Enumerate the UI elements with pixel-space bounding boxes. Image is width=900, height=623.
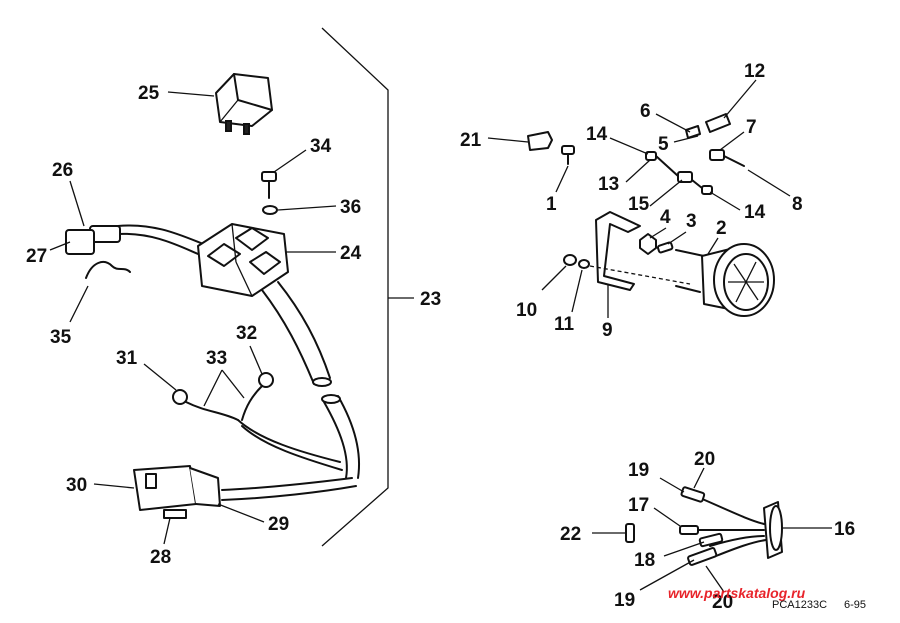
callout-29: 29 — [268, 514, 289, 535]
callout-14-right: 14 — [744, 202, 766, 223]
callout-34: 34 — [310, 136, 332, 157]
callout-20-bottom: 20 — [712, 592, 733, 613]
callout-14-top: 14 — [586, 124, 608, 145]
watermark: www.partskatalog.ru — [668, 585, 806, 601]
callout-31: 31 — [116, 348, 138, 369]
callout-21: 21 — [460, 130, 482, 151]
spring-clip-part — [85, 261, 131, 279]
tachometer-gauge-part — [675, 243, 775, 317]
callout-1: 1 — [546, 194, 557, 215]
callout-18: 18 — [634, 550, 655, 571]
callout-6: 6 — [640, 101, 651, 122]
callout-13: 13 — [598, 174, 619, 195]
callout-25: 25 — [138, 83, 160, 104]
group-bracket-23 — [321, 27, 414, 547]
callout-8: 8 — [792, 194, 803, 215]
callout-5: 5 — [658, 134, 669, 155]
drawing-code: PCA1233C — [772, 599, 827, 611]
callout-17: 17 — [628, 495, 649, 516]
callout-35: 35 — [50, 327, 72, 348]
callout-12: 12 — [744, 61, 765, 82]
bracket-clip-part — [527, 131, 553, 151]
callout-33: 33 — [206, 348, 227, 369]
plug-part — [65, 224, 215, 259]
callout-23: 23 — [420, 289, 441, 310]
bracket-washer-part — [578, 259, 590, 269]
leader-lines — [49, 79, 832, 593]
callout-2: 2 — [716, 218, 727, 239]
tach-cable-parts — [645, 113, 745, 195]
callout-30: 30 — [66, 475, 87, 496]
callout-7: 7 — [746, 117, 757, 138]
callout-3: 3 — [686, 211, 697, 232]
callout-16: 16 — [834, 519, 855, 540]
washer-part — [262, 205, 278, 215]
callout-24: 24 — [340, 243, 362, 264]
callout-32: 32 — [236, 323, 257, 344]
callout-15: 15 — [628, 194, 650, 215]
relay-part — [215, 73, 273, 135]
callout-26: 26 — [52, 160, 73, 181]
terminal-sleeve-part — [625, 523, 635, 543]
assembly-axis — [589, 265, 691, 285]
ring-terminal-leads — [172, 372, 343, 471]
callout-4: 4 — [660, 207, 671, 228]
mounting-bracket-part — [595, 211, 641, 291]
callout-19-bottom: 19 — [614, 590, 635, 611]
lock-washer-part — [656, 241, 674, 254]
callout-19-top: 19 — [628, 460, 649, 481]
screw-part — [261, 171, 277, 199]
nut-part — [639, 233, 657, 255]
callout-36: 36 — [340, 197, 361, 218]
bracket-nut-part — [563, 254, 577, 266]
callouts: 25 26 27 35 34 36 24 23 32 31 33 30 29 2… — [26, 61, 855, 613]
small-screw-part — [561, 145, 575, 165]
callout-20-top: 20 — [694, 449, 715, 470]
callout-9: 9 — [602, 320, 613, 341]
drawing-date: 6-95 — [844, 599, 866, 611]
connector-part — [133, 465, 221, 519]
callout-10: 10 — [516, 300, 537, 321]
main-harness-part — [221, 281, 360, 501]
terminal-block-part — [197, 223, 289, 297]
grommet-part — [763, 501, 783, 559]
callout-27: 27 — [26, 246, 47, 267]
lead-wires-part — [679, 486, 767, 566]
callout-28: 28 — [150, 547, 171, 568]
callout-11: 11 — [554, 314, 575, 335]
callout-22: 22 — [560, 524, 581, 545]
